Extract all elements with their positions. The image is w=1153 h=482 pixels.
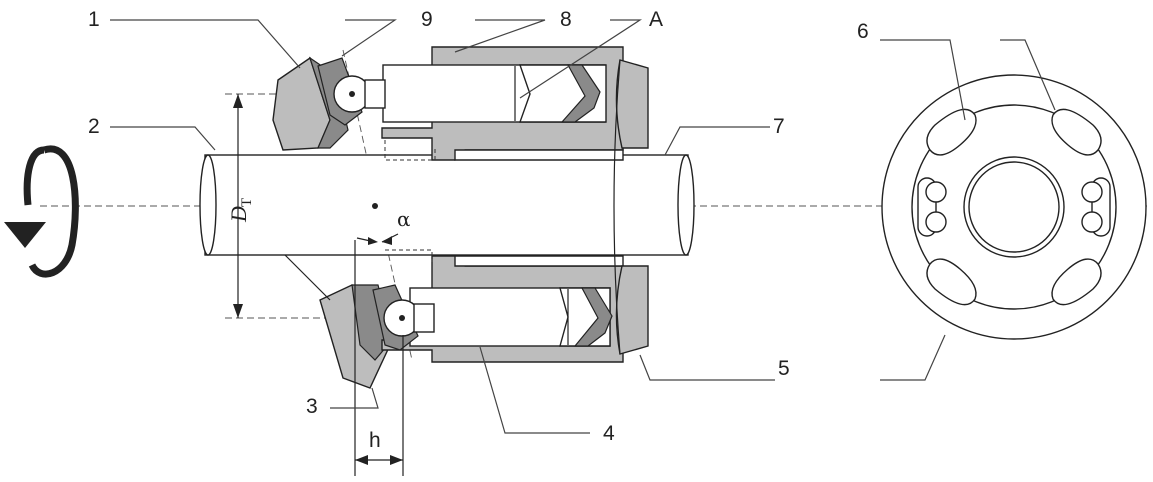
label-7: 7 [773, 115, 785, 138]
lower-piston [409, 287, 613, 347]
leader-lines [110, 19, 1056, 434]
drive-shaft [199, 154, 695, 256]
retainer-outline-upper [384, 140, 436, 161]
label-4: 4 [603, 422, 615, 445]
label-8: 8 [560, 8, 572, 31]
label-9: 9 [421, 8, 433, 31]
swash-plate-edge-lower [284, 254, 331, 301]
swash-angle-marker [356, 233, 399, 245]
rotation-arrow-icon [4, 145, 79, 278]
valve-plate-front-view [881, 74, 1147, 340]
label-6: 6 [857, 20, 869, 43]
label-1: 1 [88, 8, 100, 31]
stroke-length-dimension [354, 240, 404, 476]
alpha-label: α [397, 207, 411, 231]
label-5: 5 [778, 357, 790, 380]
upper-piston [382, 64, 607, 123]
dt-symbol: D [226, 206, 251, 223]
lower-ball-joint [372, 284, 435, 351]
label-2: 2 [88, 115, 100, 138]
label-a: A [649, 8, 663, 31]
pivot-point [372, 203, 378, 209]
h-label: h [369, 429, 381, 452]
dt-subscript: T [239, 198, 255, 207]
retainer-outline-lower [385, 249, 433, 262]
stroke-diameter-dimension [233, 94, 243, 318]
valve-plate-section [613, 59, 649, 355]
label-3: 3 [306, 395, 318, 418]
upper-ball-joint [317, 57, 386, 126]
